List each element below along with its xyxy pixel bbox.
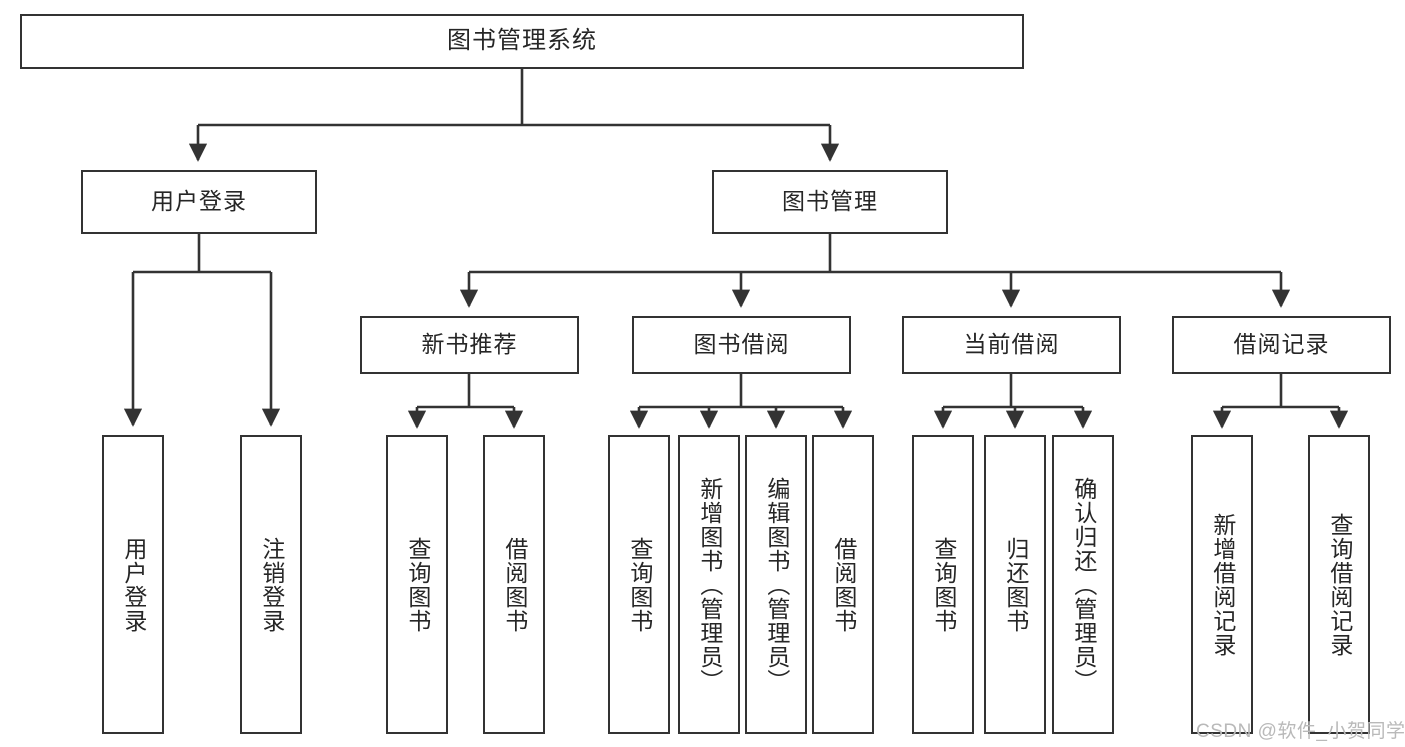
node-book-borrow[interactable]: 图书借阅: [632, 316, 851, 374]
csdn-watermark: CSDN @软件_小贺同学: [1196, 721, 1405, 742]
node-leaf-edit-book-label: 编辑图书（管理员）: [763, 476, 790, 693]
node-leaf-borrow-book-2-label: 借阅图书: [830, 536, 857, 633]
node-leaf-confirm-return[interactable]: 确认归还（管理员）: [1052, 435, 1114, 734]
node-leaf-query-record[interactable]: 查询借阅记录: [1308, 435, 1370, 734]
node-leaf-logout-label: 注销登录: [258, 536, 285, 633]
node-leaf-add-record[interactable]: 新增借阅记录: [1191, 435, 1253, 734]
node-new-book-rec[interactable]: 新书推荐: [360, 316, 579, 374]
node-root-label: 图书管理系统: [447, 27, 597, 55]
node-user-login-label: 用户登录: [151, 188, 247, 215]
node-new-book-rec-label: 新书推荐: [421, 331, 518, 358]
node-leaf-user-login[interactable]: 用户登录: [102, 435, 164, 734]
node-user-login[interactable]: 用户登录: [81, 170, 317, 234]
node-leaf-add-book-label: 新增图书（管理员）: [696, 476, 723, 693]
node-leaf-query-book-2-label: 查询图书: [626, 536, 653, 633]
node-leaf-borrow-book-1[interactable]: 借阅图书: [483, 435, 545, 734]
node-book-manage-label: 图书管理: [782, 188, 878, 215]
node-leaf-return-book[interactable]: 归还图书: [984, 435, 1046, 734]
node-leaf-borrow-book-2[interactable]: 借阅图书: [812, 435, 874, 734]
node-root[interactable]: 图书管理系统: [20, 14, 1024, 69]
node-leaf-borrow-book-1-label: 借阅图书: [501, 536, 528, 633]
node-leaf-confirm-return-label: 确认归还（管理员）: [1070, 476, 1097, 693]
node-leaf-logout[interactable]: 注销登录: [240, 435, 302, 734]
node-leaf-query-book-3[interactable]: 查询图书: [912, 435, 974, 734]
node-leaf-add-book[interactable]: 新增图书（管理员）: [678, 435, 740, 734]
node-book-manage[interactable]: 图书管理: [712, 170, 948, 234]
node-leaf-query-book-1-label: 查询图书: [404, 536, 431, 633]
node-leaf-query-book-1[interactable]: 查询图书: [386, 435, 448, 734]
node-leaf-query-book-2[interactable]: 查询图书: [608, 435, 670, 734]
node-leaf-return-book-label: 归还图书: [1002, 536, 1029, 633]
node-book-borrow-label: 图书借阅: [693, 331, 790, 358]
node-current-borrow[interactable]: 当前借阅: [902, 316, 1121, 374]
node-leaf-add-record-label: 新增借阅记录: [1209, 512, 1236, 657]
node-leaf-user-login-label: 用户登录: [120, 536, 147, 633]
node-borrow-record[interactable]: 借阅记录: [1172, 316, 1391, 374]
node-leaf-edit-book[interactable]: 编辑图书（管理员）: [745, 435, 807, 734]
node-borrow-record-label: 借阅记录: [1233, 331, 1330, 358]
node-leaf-query-record-label: 查询借阅记录: [1326, 512, 1353, 657]
node-current-borrow-label: 当前借阅: [963, 331, 1060, 358]
node-leaf-query-book-3-label: 查询图书: [930, 536, 957, 633]
